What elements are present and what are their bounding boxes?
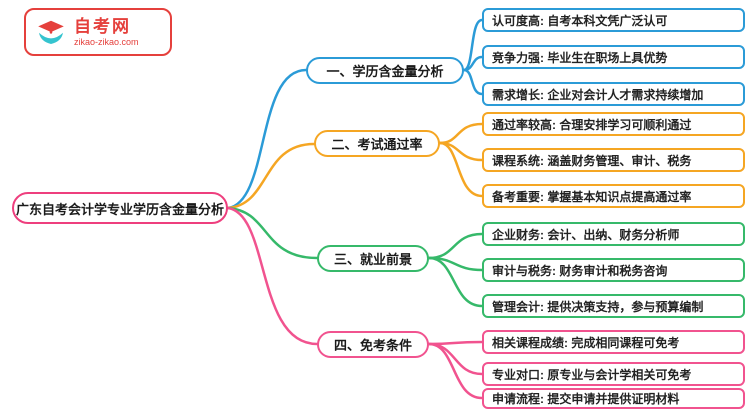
connector-leaf bbox=[427, 342, 484, 400]
graduation-cap-icon bbox=[38, 20, 64, 44]
leaf-node: 审计与税务: 财务审计和税务咨询 bbox=[482, 258, 745, 282]
branch-node-1: 一、学历含金量分析 bbox=[306, 57, 464, 84]
connector-leaf bbox=[438, 122, 484, 145]
connector-leaf bbox=[427, 340, 484, 346]
connector-leaf bbox=[427, 256, 484, 308]
leaf-node: 通过率较高: 合理安排学习可顺利通过 bbox=[482, 112, 745, 136]
connector-root-branch-3 bbox=[226, 206, 319, 260]
leaf-node: 需求增长: 企业对会计人才需求持续增加 bbox=[482, 82, 745, 106]
connector-root-branch-4 bbox=[226, 206, 319, 346]
leaf-node: 认可度高: 自考本科文凭广泛认可 bbox=[482, 8, 745, 32]
connector-root-branch-2 bbox=[226, 142, 316, 210]
connector-leaf bbox=[427, 342, 484, 376]
leaf-node: 企业财务: 会计、出纳、财务分析师 bbox=[482, 222, 745, 246]
connector-leaf bbox=[438, 141, 484, 198]
logo-subtitle: zikao-zikao.com bbox=[74, 36, 139, 47]
leaf-node: 备考重要: 掌握基本知识点提高通过率 bbox=[482, 184, 745, 208]
site-logo: 自考网 zikao-zikao.com bbox=[24, 8, 172, 56]
root-topic: 广东自考会计学专业学历含金量分析 bbox=[12, 192, 228, 224]
leaf-node: 课程系统: 涵盖财务管理、审计、税务 bbox=[482, 148, 745, 172]
connector-leaf bbox=[427, 232, 484, 260]
branch-node-4: 四、免考条件 bbox=[317, 331, 429, 358]
logo-title: 自考网 bbox=[74, 17, 131, 37]
logo-text: 自考网 zikao-zikao.com bbox=[74, 17, 139, 47]
branch-node-2: 二、考试通过率 bbox=[314, 130, 440, 157]
connector-leaf bbox=[462, 68, 484, 96]
leaf-node: 相关课程成绩: 完成相同课程可免考 bbox=[482, 330, 745, 354]
branch-node-3: 三、就业前景 bbox=[317, 245, 429, 272]
leaf-node: 申请流程: 提交申请并提供证明材料 bbox=[482, 388, 745, 409]
connector-root-branch-1 bbox=[226, 68, 308, 210]
leaf-node: 管理会计: 提供决策支持，参与预算编制 bbox=[482, 294, 745, 318]
leaf-node: 专业对口: 原专业与会计学相关可免考 bbox=[482, 362, 745, 386]
leaf-node: 竞争力强: 毕业生在职场上具优势 bbox=[482, 45, 745, 69]
